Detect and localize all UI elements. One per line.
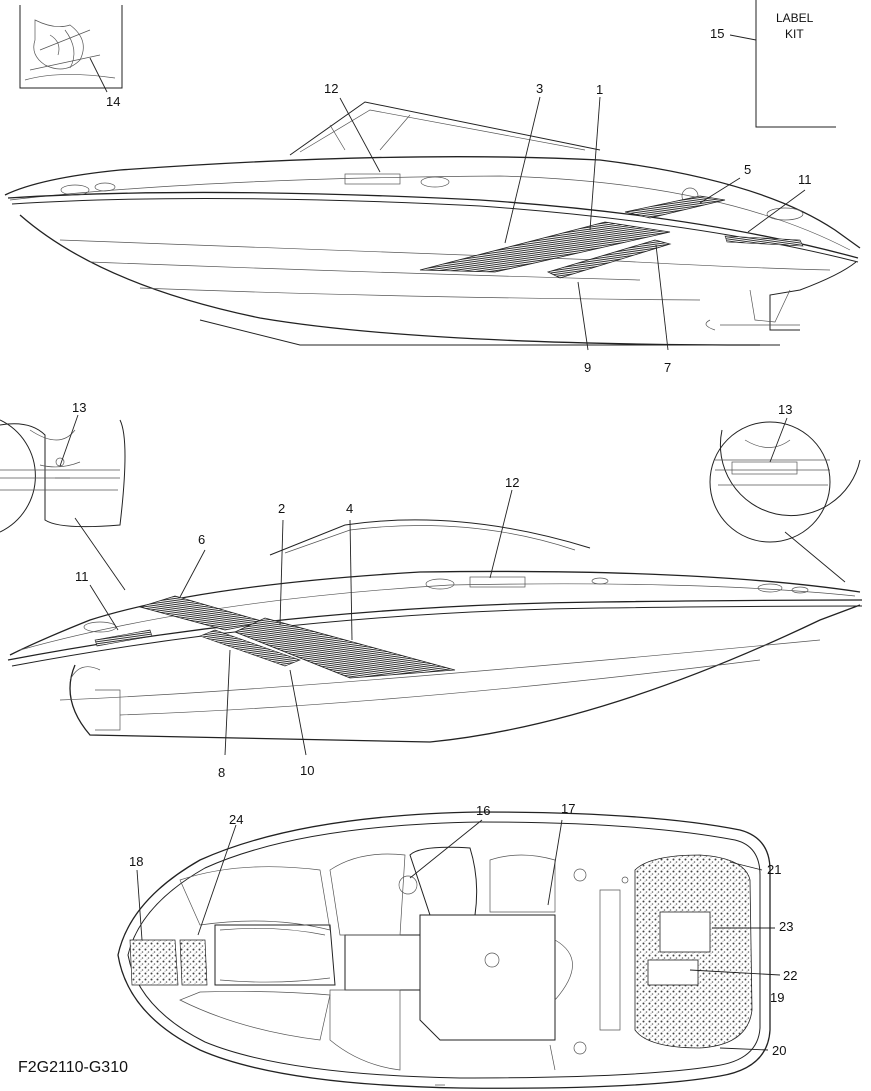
inset-detail-13-right: [710, 422, 861, 542]
callout-labels: 14 15 12 3 1 5 11 9 7 13 13 12 2 4 6 11 …: [18, 26, 812, 1076]
callout-19: 19: [770, 990, 784, 1005]
callout-6: 6: [198, 532, 205, 547]
callout-7: 7: [664, 360, 671, 375]
inset-detail-15: [19, 5, 123, 89]
boat-side-view-lower: [7, 519, 863, 743]
label-kit-line1: LABEL: [776, 11, 814, 25]
callout-14: 16: [476, 803, 490, 818]
leader-lines: [59, 34, 846, 1051]
label-kit-line2: KIT: [785, 27, 804, 41]
boat-side-view-upper: [4, 101, 861, 346]
callout-11-lower: 11: [75, 569, 89, 584]
label-kit-box: LABEL KIT: [755, 0, 836, 128]
inset-detail-13-left: [0, 419, 126, 533]
callout-10: 10: [300, 763, 314, 778]
callout-9: 9: [584, 360, 591, 375]
callout-5: 5: [744, 162, 751, 177]
callout-8: 8: [218, 765, 225, 780]
callout-22: 22: [783, 968, 797, 983]
callout-3: 3: [536, 81, 543, 96]
callout-16: 15: [710, 26, 724, 41]
callout-24: 24: [229, 812, 243, 827]
callout-12-lower: 12: [505, 475, 519, 490]
callout-17: 17: [561, 801, 575, 816]
callout-4: 4: [346, 501, 353, 516]
boat-top-view: [117, 811, 771, 1089]
callout-21: 21: [767, 862, 781, 877]
callout-23: 23: [779, 919, 793, 934]
callout-13-right: 13: [778, 402, 792, 417]
callout-20: 20: [772, 1043, 786, 1058]
callout-12-upper: 12: [324, 81, 338, 96]
callout-1: 1: [596, 82, 603, 97]
callout-18: 18: [129, 854, 143, 869]
callout-11-upper: 11: [798, 172, 812, 187]
callout-2: 2: [278, 501, 285, 516]
callout-15: 14: [106, 94, 120, 109]
diagram-code: F2G2110-G310: [18, 1059, 128, 1076]
callout-13-left: 13: [72, 400, 86, 415]
